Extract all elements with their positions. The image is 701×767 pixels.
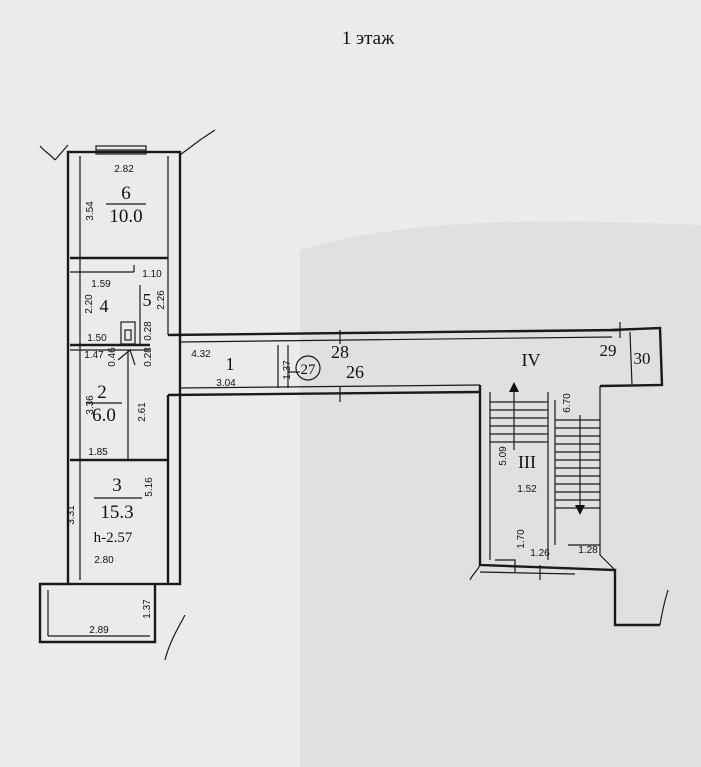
dim-4-32: 4.32 — [191, 349, 211, 360]
stair-right-steps — [555, 419, 600, 509]
dim-2-20: 2.20 — [84, 294, 95, 314]
room-6-number: 6 — [121, 183, 131, 204]
dim-2-26: 2.26 — [156, 290, 167, 310]
stair-block-walls — [469, 382, 669, 627]
dim-1-47: 1.47 — [84, 350, 104, 361]
dim-1-70: 1.70 — [516, 529, 527, 549]
room-1-number: 1 — [226, 354, 235, 374]
room-4-number: 4 — [100, 296, 109, 316]
dim-1-37-lower: 1.37 — [142, 599, 153, 619]
room-6-area: 10.0 — [109, 206, 142, 227]
dim-0-46: 0.46 — [107, 347, 118, 367]
room-29-number: 29 — [600, 341, 617, 360]
dim-5-16: 5.16 — [144, 477, 155, 497]
room-27-circle — [295, 355, 321, 381]
dim-0-28-lower: 0.28 — [143, 347, 154, 367]
dim-3-04: 3.04 — [216, 378, 236, 389]
room-30-number: 30 — [634, 349, 651, 368]
dim-1-26: 1.26 — [530, 548, 550, 559]
floor-title: 1 этаж — [342, 28, 395, 49]
dim-1-52: 1.52 — [517, 484, 537, 495]
dim-1-50: 1.50 — [87, 333, 107, 344]
room-2-area: 6.0 — [92, 405, 116, 426]
dim-1-85: 1.85 — [88, 447, 108, 458]
room-3-number: 3 — [112, 475, 122, 496]
arrow-up-icon — [509, 382, 519, 392]
dim-3-36: 3.36 — [85, 395, 96, 415]
dim-3-54: 3.54 — [85, 201, 96, 221]
room-2-number: 2 — [97, 382, 107, 403]
dim-2-61: 2.61 — [137, 402, 148, 422]
arrow-down-icon — [575, 505, 585, 515]
room-27-number: 27 — [301, 362, 317, 378]
photo-shadow — [300, 221, 701, 767]
dim-2-80: 2.80 — [94, 555, 114, 566]
corridor-walls — [167, 322, 664, 402]
room-III-number: III — [518, 452, 536, 472]
room-5-number: 5 — [143, 290, 152, 310]
room-26-number: 26 — [346, 362, 364, 382]
room-28-number: 28 — [331, 342, 349, 362]
dim-5-09: 5.09 — [498, 446, 509, 466]
room-IV-number: IV — [522, 350, 541, 370]
dim-2-82: 2.82 — [114, 164, 134, 175]
left-block-walls — [38, 129, 216, 661]
room-3-area: 15.3 — [100, 502, 133, 523]
dim-1-10: 1.10 — [142, 269, 162, 280]
dim-1-59: 1.59 — [91, 279, 111, 290]
dim-2-89: 2.89 — [89, 625, 109, 636]
room-3-height: h-2.57 — [94, 530, 133, 546]
dim-0-28-upper: 0.28 — [143, 321, 154, 341]
dim-6-70: 6.70 — [562, 393, 573, 413]
dim-3-31: 3.31 — [66, 505, 77, 525]
stair-left-steps — [490, 401, 548, 443]
dim-1-37-corridor: 1.37 — [282, 360, 293, 380]
dim-1-28: 1.28 — [578, 545, 598, 556]
